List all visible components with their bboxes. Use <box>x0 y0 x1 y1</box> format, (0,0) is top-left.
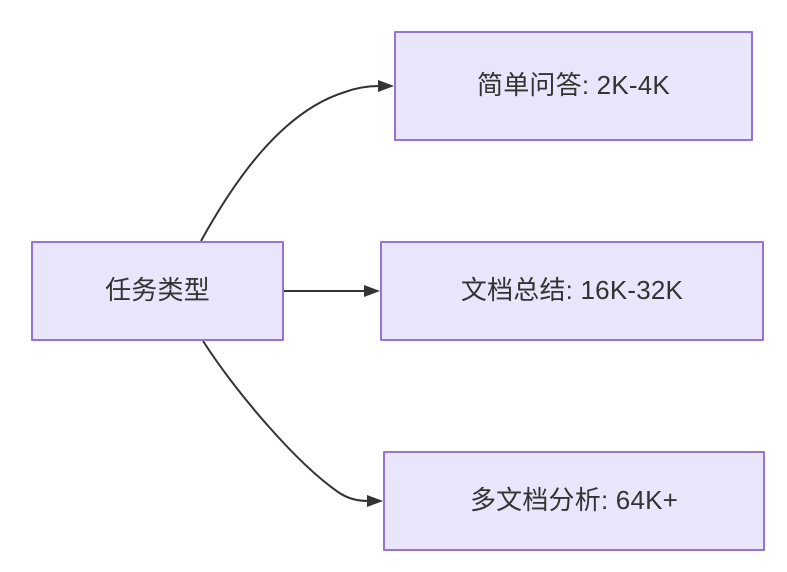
node-simple-qa-label: 简单问答: 2K-4K <box>477 70 670 101</box>
node-document-summary-label: 文档总结: 16K-32K <box>460 275 684 306</box>
node-task-type[interactable]: 任务类型 <box>31 241 284 341</box>
node-multi-document-analysis[interactable]: 多文档分析: 64K+ <box>383 451 765 551</box>
node-simple-qa[interactable]: 简单问答: 2K-4K <box>394 31 753 141</box>
edge-root-to-simple-arrowhead <box>378 80 394 92</box>
edge-root-to-summary-arrowhead <box>364 285 380 297</box>
node-document-summary[interactable]: 文档总结: 16K-32K <box>380 241 764 341</box>
edge-root-to-multidoc <box>202 340 383 507</box>
edge-root-to-simple-path <box>200 85 380 242</box>
node-multi-document-analysis-label: 多文档分析: 64K+ <box>469 485 679 516</box>
edge-root-to-multidoc-arrowhead <box>367 495 383 507</box>
edge-root-to-summary <box>284 285 380 297</box>
edge-root-to-simple <box>200 80 394 242</box>
node-task-type-label: 任务类型 <box>105 275 210 306</box>
edge-root-to-multidoc-path <box>202 340 369 502</box>
